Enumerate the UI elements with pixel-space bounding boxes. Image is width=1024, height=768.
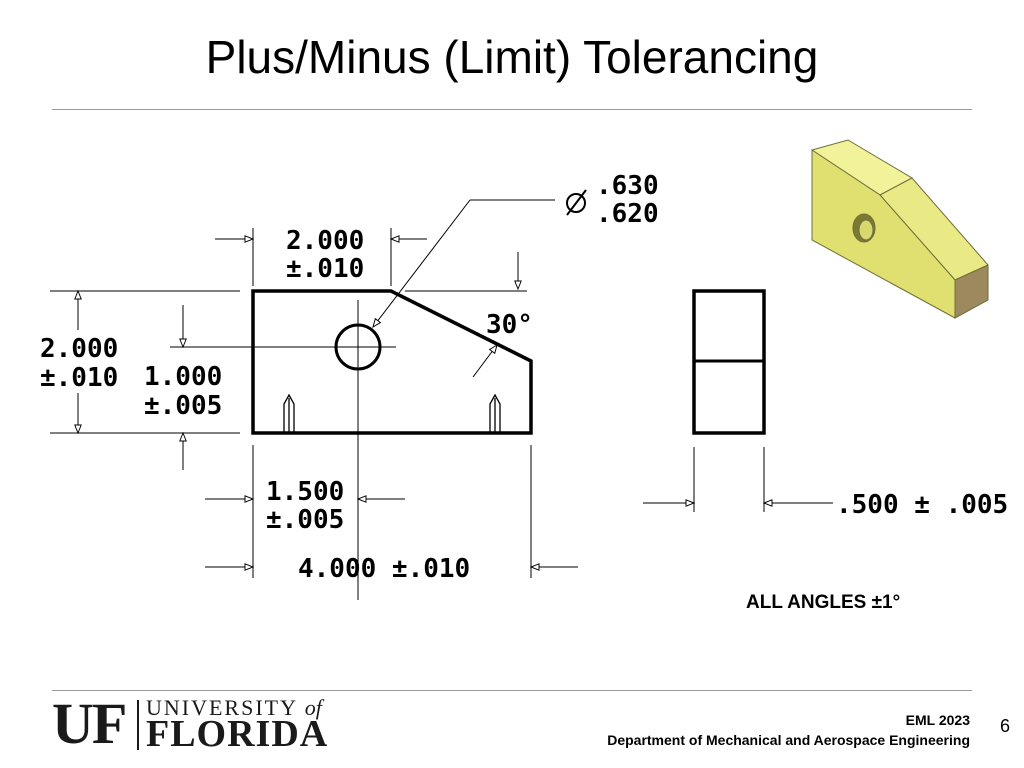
page-number: 6: [1000, 716, 1011, 736]
thickness-dim: .500 ± .005: [836, 490, 1008, 520]
height-tol: ±.010: [40, 363, 118, 393]
diameter-icon: [566, 189, 587, 216]
logo-florida: FLORIDA: [146, 713, 329, 755]
front-view-outline: [251, 289, 533, 435]
angles-note: ALL ANGLES ±1°: [746, 592, 900, 613]
hole-offset-tol: ±.005: [266, 505, 344, 535]
hidden-lines: [283, 393, 501, 433]
overall-length-dim: 4.000 ±.010: [298, 554, 470, 584]
slide-title: Plus/Minus (Limit) Tolerancing: [205, 31, 819, 83]
hole-dim-upper: .630: [596, 171, 659, 201]
height-dim: 2.000: [40, 334, 118, 364]
top-width-tol: ±.010: [286, 254, 364, 284]
uf-logo-mark: UF: [52, 691, 127, 756]
isometric-part-image: [810, 139, 989, 319]
footer-divider: [52, 690, 972, 691]
hole-height-dim: 1.000: [144, 362, 222, 392]
side-view: [643, 289, 833, 512]
department-name: Department of Mechanical and Aerospace E…: [607, 732, 970, 748]
top-width-dim: 2.000: [286, 226, 364, 256]
logo-university-text: UNIVERSITY of: [146, 695, 322, 721]
title-divider: [52, 109, 972, 110]
logo-of: of: [304, 695, 322, 720]
course-info: EML 2023 Department of Mechanical and Ae…: [607, 710, 970, 750]
hole-height-tol: ±.005: [144, 391, 222, 421]
hole-dim-lower: .620: [596, 199, 659, 229]
logo-divider: [137, 700, 139, 750]
course-code: EML 2023: [905, 712, 970, 728]
hole-offset-dim: 1.500: [266, 477, 344, 507]
angle-dim: 30°: [486, 310, 533, 340]
logo-university: UNIVERSITY: [146, 695, 298, 720]
